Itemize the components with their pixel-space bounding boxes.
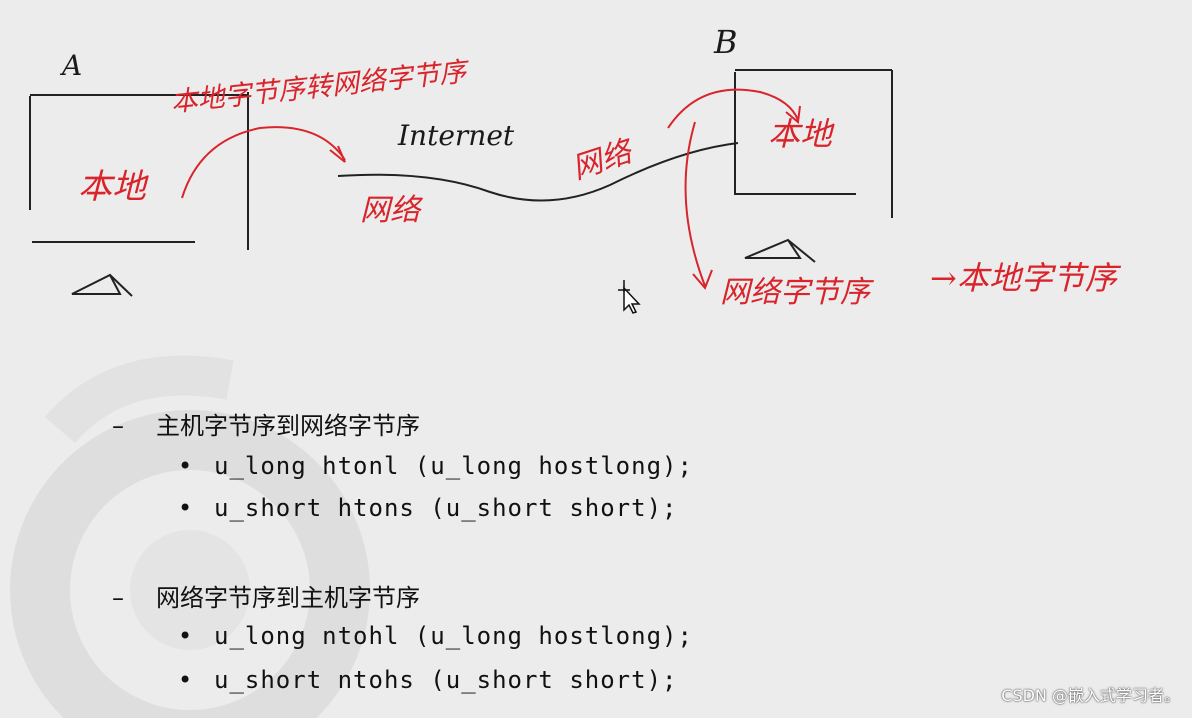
arrow-down-b xyxy=(684,121,706,287)
host-a-box xyxy=(29,92,249,250)
dash-marker: – xyxy=(112,584,124,612)
host-b-base xyxy=(744,238,816,263)
host-a-label: A xyxy=(62,49,83,82)
list-item: •u_short ntohs (u_short short); xyxy=(178,666,678,694)
annotation-bottom-left: 网络字节序 xyxy=(720,275,870,310)
arrow-a-to-net xyxy=(181,126,346,199)
network-left-label: 网络 xyxy=(360,193,420,228)
network-wire xyxy=(337,142,739,202)
source-credit: CSDN @嵌入式学习者。 xyxy=(1001,686,1180,705)
bullet-marker: • xyxy=(178,666,194,694)
arrow-net-to-b xyxy=(667,88,799,129)
annotation-bottom-right: →本地字节序 xyxy=(930,259,1117,297)
local-b-label: 本地 xyxy=(768,115,833,153)
list-item: •u_long ntohl (u_long hostlong); xyxy=(178,622,693,650)
host-b-box xyxy=(734,69,893,218)
host-a-base xyxy=(71,273,133,297)
cursor-icon xyxy=(618,280,641,314)
host-b-label: B xyxy=(714,23,738,61)
section-heading: –网络字节序到主机字节序 xyxy=(112,584,420,612)
watermark-logo xyxy=(10,355,370,718)
list-item: •u_long htonl (u_long hostlong); xyxy=(178,452,693,480)
local-a-label: 本地 xyxy=(78,167,146,207)
bullet-marker: • xyxy=(178,494,194,522)
internet-label: Internet xyxy=(398,119,515,152)
bullet-marker: • xyxy=(178,622,194,650)
byte-order-diagram xyxy=(29,69,893,297)
list-item: •u_short htons (u_short short); xyxy=(178,494,678,522)
section-heading: –主机字节序到网络字节序 xyxy=(112,412,420,440)
bullet-marker: • xyxy=(178,452,194,480)
dash-marker: – xyxy=(112,412,124,440)
